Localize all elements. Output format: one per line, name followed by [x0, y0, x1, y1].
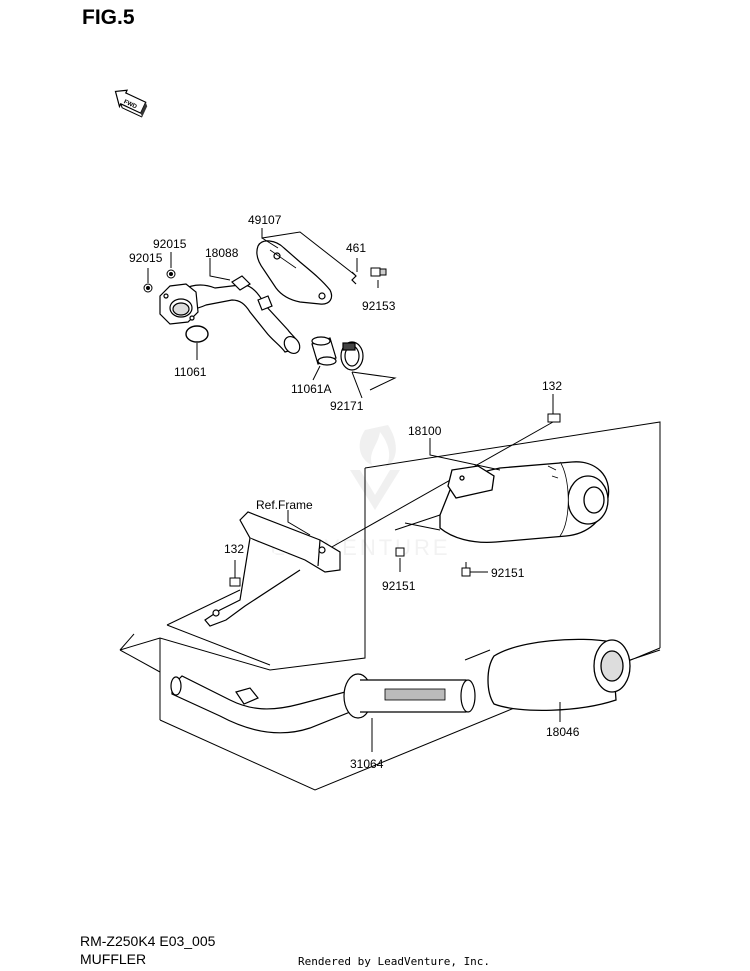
callout-18088: 18088: [205, 246, 239, 260]
fwd-arrow-icon: FWD: [114, 89, 148, 118]
callout-92151-b: 92151: [491, 566, 525, 580]
figure-name: MUFFLER: [80, 951, 147, 967]
frame-bracket: [204, 511, 341, 627]
callout-49107: 49107: [248, 213, 282, 227]
callout-132-lower: 132: [224, 542, 244, 556]
callout-132-upper: 132: [542, 379, 562, 393]
bolt-92015: [143, 269, 176, 293]
callout-31064: 31064: [350, 757, 384, 771]
figure-code: RM-Z250K4 E03_005: [80, 933, 216, 949]
bolt-92151: [395, 547, 471, 577]
callout-92151-a: 92151: [382, 579, 416, 593]
collar-11061a: [311, 336, 337, 366]
fwd-label: FWD: [123, 99, 139, 110]
leader-lines-upper: [147, 228, 397, 399]
inner-tube: [343, 673, 476, 719]
silencer-assembly: [439, 461, 610, 544]
leader-132-upper: [329, 421, 554, 549]
callout-92171: 92171: [330, 399, 364, 413]
bolt-132-upper: [547, 394, 561, 423]
callout-461: 461: [346, 241, 366, 255]
callout-92015-b: 92015: [129, 251, 163, 265]
callout-11061: 11061: [174, 365, 207, 379]
callout-11061a: 11061A: [291, 382, 331, 396]
leader-18100: [429, 438, 501, 471]
figure-title: FIG.5: [82, 6, 135, 29]
rendered-by-text: Rendered by LeadVenture, Inc.: [298, 955, 491, 968]
bolt-132-lower: [229, 560, 241, 587]
callout-92153: 92153: [362, 299, 396, 313]
heat-shield: [256, 240, 333, 305]
muffler-inlet-pipe: [170, 675, 361, 734]
leader-ref-frame: [287, 510, 311, 536]
clamp-92171: [340, 341, 364, 371]
callout-18046: 18046: [546, 725, 580, 739]
callout-18100: 18100: [408, 424, 442, 438]
bolt-92153: [370, 267, 387, 277]
callout-92015-a: 92015: [153, 237, 187, 251]
exhaust-header-pipe: [159, 275, 301, 354]
gasket-ring: [185, 325, 209, 343]
outer-shell: [487, 638, 631, 712]
callout-ref-frame: Ref.Frame: [256, 498, 313, 512]
